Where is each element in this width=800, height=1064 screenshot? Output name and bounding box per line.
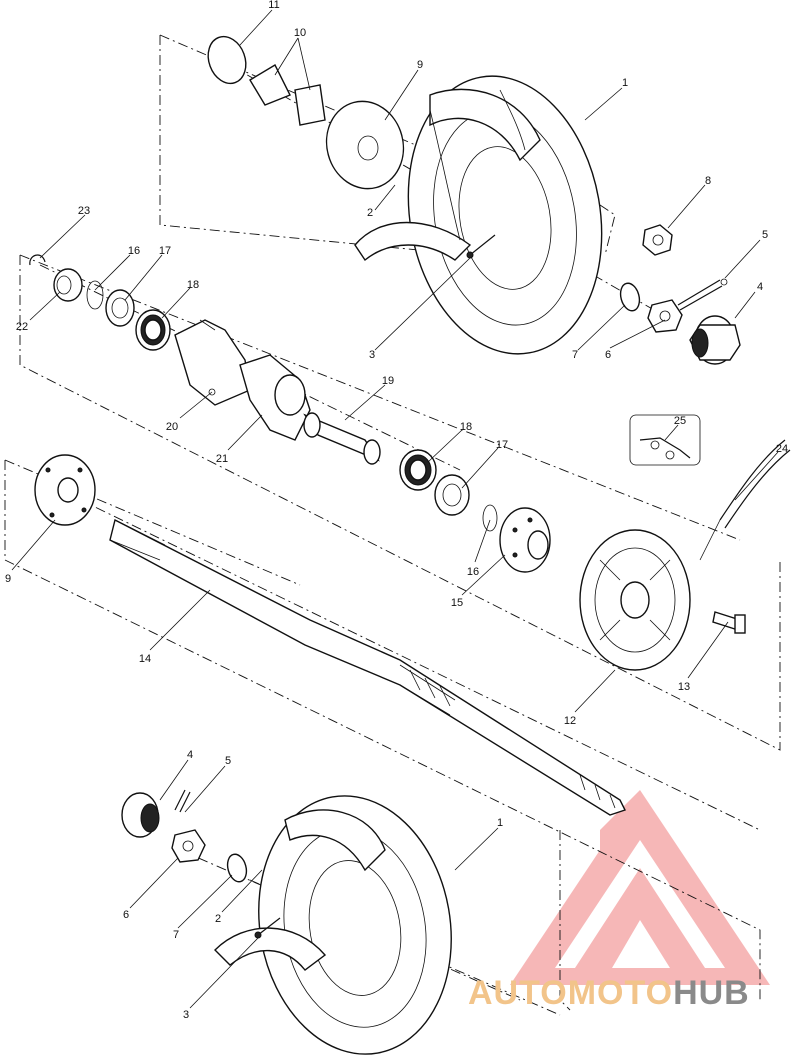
bearing-18-left	[135, 309, 171, 351]
washer-11	[207, 35, 247, 85]
nut-cap-4	[689, 315, 741, 365]
bolt-13	[712, 611, 746, 634]
callout-3: 3	[369, 349, 375, 361]
rear-tire-1-lower	[214, 795, 452, 1055]
carrier-21	[239, 354, 311, 441]
callout-1: 1	[622, 77, 628, 89]
callout-9b: 9	[5, 573, 11, 585]
seal-17-left	[105, 289, 135, 327]
snap-ring-23	[29, 254, 46, 266]
bearing-18-right	[399, 449, 437, 491]
sprocket-12	[579, 529, 691, 671]
washer-7	[619, 282, 641, 312]
watermark-logo	[510, 790, 770, 985]
callout-16b: 16	[467, 566, 479, 578]
leader-lines	[11, 9, 779, 1009]
callout-23: 23	[78, 205, 90, 217]
callout-15: 15	[451, 597, 463, 609]
hub-cap-10	[249, 64, 326, 126]
sprocket-hub-15	[499, 507, 551, 573]
callout-17: 17	[159, 245, 171, 257]
spacer-16-left	[86, 280, 104, 310]
bearing-carrier-assembly	[29, 254, 791, 671]
washer-7-lower	[226, 853, 248, 883]
cotter-pin-5	[677, 278, 728, 311]
castle-nut-6-lower	[171, 829, 206, 863]
callout-19: 19	[382, 375, 394, 387]
callout-6: 6	[605, 349, 611, 361]
cotter-pin-5-lower	[174, 789, 191, 813]
callout-4b: 4	[187, 749, 193, 761]
callout-7b: 7	[173, 929, 179, 941]
callout-12: 12	[564, 715, 576, 727]
spacer-9	[325, 100, 405, 190]
callout-24: 24	[776, 443, 788, 455]
master-link-25	[629, 414, 701, 466]
axle-nut-8	[642, 224, 673, 256]
callout-2: 2	[367, 207, 373, 219]
valve-stem-3-lower	[254, 917, 281, 939]
nut-cap-4-lower	[121, 792, 160, 838]
callout-22: 22	[16, 321, 28, 333]
seal-22	[53, 268, 83, 302]
watermark-text-part2: HUB	[673, 974, 750, 1012]
callout-1b: 1	[497, 817, 503, 829]
callout-14: 14	[139, 653, 151, 665]
callout-6b: 6	[123, 909, 129, 921]
callout-17b: 17	[496, 439, 508, 451]
castle-nut-6	[647, 299, 683, 333]
callout-9: 9	[417, 59, 423, 71]
callout-11: 11	[268, 0, 279, 11]
rear-axle-14	[34, 454, 626, 816]
callout-25: 25	[674, 415, 686, 427]
watermark-text: AUTOMOTOHUB	[468, 974, 750, 1013]
watermark-text-part1: AUTOMOTO	[468, 974, 674, 1012]
callout-4: 4	[757, 281, 763, 293]
callout-16: 16	[128, 245, 140, 257]
spacer-tube-19	[303, 412, 381, 465]
callout-20: 20	[166, 421, 178, 433]
callout-5: 5	[762, 229, 768, 241]
axle-hub-9	[34, 454, 96, 526]
carrier-20	[174, 319, 251, 406]
drive-chain-24	[699, 439, 791, 561]
callout-2b: 2	[215, 913, 221, 925]
callout-18b: 18	[460, 421, 472, 433]
callout-10: 10	[294, 27, 306, 39]
upper-wheel-assembly	[207, 35, 741, 365]
seal-17-right	[434, 474, 470, 516]
spacer-16-right	[482, 504, 498, 532]
callout-5b: 5	[225, 755, 231, 767]
callout-13: 13	[678, 681, 690, 693]
callout-3b: 3	[183, 1009, 189, 1021]
callout-21: 21	[216, 453, 228, 465]
callout-labels: 11 10 9 1 8 5 4 6 7 3 2 23 16 17 18 22 2…	[5, 0, 788, 1021]
callout-8: 8	[705, 175, 711, 187]
callout-7: 7	[572, 349, 578, 361]
callout-18: 18	[187, 279, 199, 291]
lower-wheel-assembly	[121, 789, 452, 1055]
rear-tire-1-upper	[354, 75, 603, 355]
